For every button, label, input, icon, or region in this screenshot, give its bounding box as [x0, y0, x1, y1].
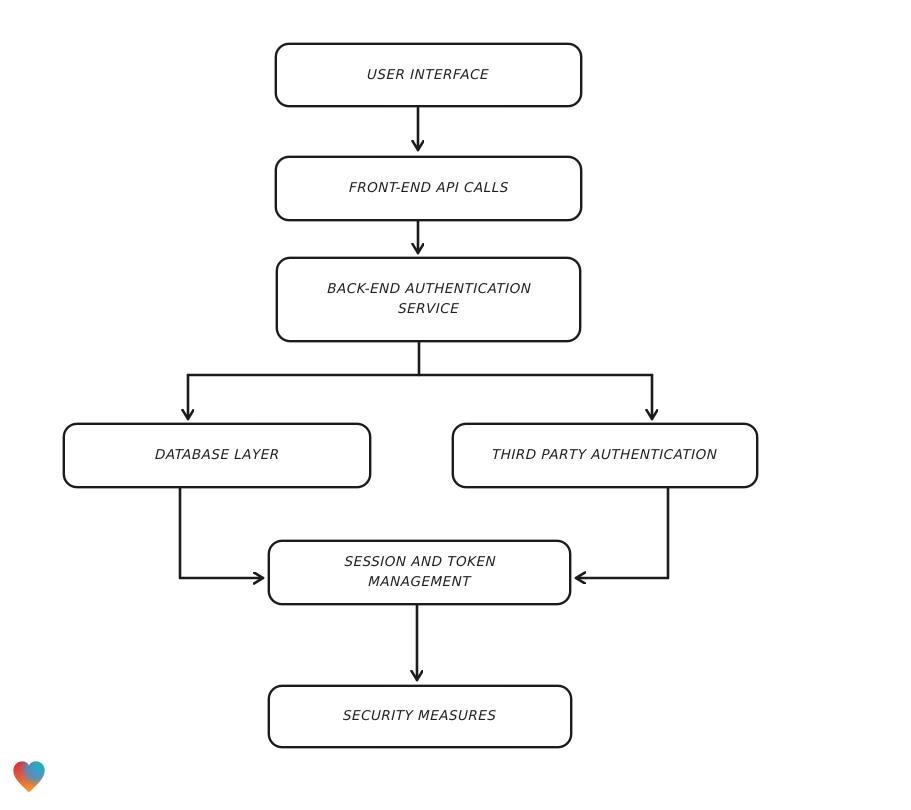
node-security-measures: SECURITY MEASURES: [268, 685, 572, 748]
node-label: DATABASE LAYER: [154, 447, 280, 464]
node-backend-authentication-service: BACK-END AUTHENTICATION SERVICE: [276, 257, 581, 342]
node-label: SESSION AND TOKEN MANAGEMENT: [343, 554, 496, 591]
edge-database-to-session: [178, 486, 265, 578]
edge-thirdparty-to-session: [574, 486, 670, 578]
node-session-token-management: SESSION AND TOKEN MANAGEMENT: [268, 540, 571, 605]
node-label: BACK-END AUTHENTICATION SERVICE: [326, 281, 532, 318]
node-user-interface: USER INTERFACE: [275, 43, 582, 107]
gradient-heart-logo-icon[interactable]: [10, 758, 48, 796]
node-label: SECURITY MEASURES: [343, 708, 497, 725]
node-label: USER INTERFACE: [367, 66, 490, 83]
node-database-layer: DATABASE LAYER: [63, 423, 371, 488]
node-third-party-authentication: THIRD PARTY AUTHENTICATION: [452, 423, 758, 488]
node-label: THIRD PARTY AUTHENTICATION: [492, 447, 718, 464]
node-frontend-api-calls: FRONT-END API CALLS: [275, 156, 582, 221]
node-label: FRONT-END API CALLS: [348, 180, 509, 197]
